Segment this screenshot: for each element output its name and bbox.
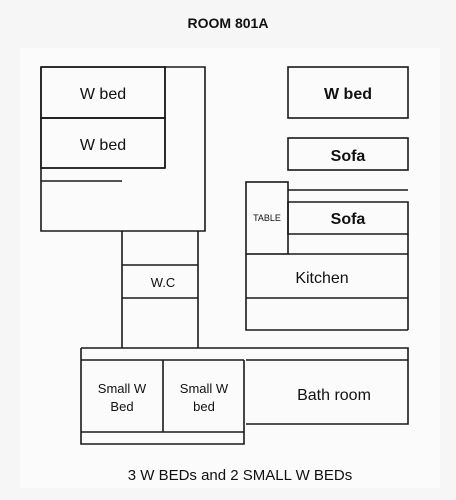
sofa-1-label: Sofa <box>331 148 366 165</box>
sofa-1-area <box>287 137 409 171</box>
corridor-wall-upper <box>165 66 206 232</box>
bottom-block <box>80 347 409 445</box>
table-area <box>245 181 289 255</box>
wc-block <box>121 230 199 348</box>
kitchen-area <box>245 234 409 331</box>
small-w-bed-1-line1: Small W <box>98 381 147 396</box>
w-bed-3-label: W bed <box>324 86 372 103</box>
table-label: TABLE <box>253 213 281 223</box>
small-w-bed-2-line1: Small W <box>180 381 229 396</box>
plan-caption: 3 W BEDs and 2 SMALL W BEDs <box>128 467 353 484</box>
small-w-bed-2-line2: bed <box>193 399 215 414</box>
sofa-2-label: Sofa <box>331 211 366 228</box>
wc-label: W.C <box>151 275 176 290</box>
w-bed-1-label: W bed <box>80 86 126 103</box>
small-w-bed-1-line2: Bed <box>110 399 133 414</box>
bath-room-label: Bath room <box>297 387 371 404</box>
w-bed-2-label: W bed <box>80 137 126 154</box>
w-bed-3-area <box>287 66 409 119</box>
plan-sheet <box>20 48 440 488</box>
plan-title: ROOM 801A <box>188 15 269 31</box>
w-bed-2-area <box>40 117 166 169</box>
kitchen-label: Kitchen <box>295 270 348 287</box>
